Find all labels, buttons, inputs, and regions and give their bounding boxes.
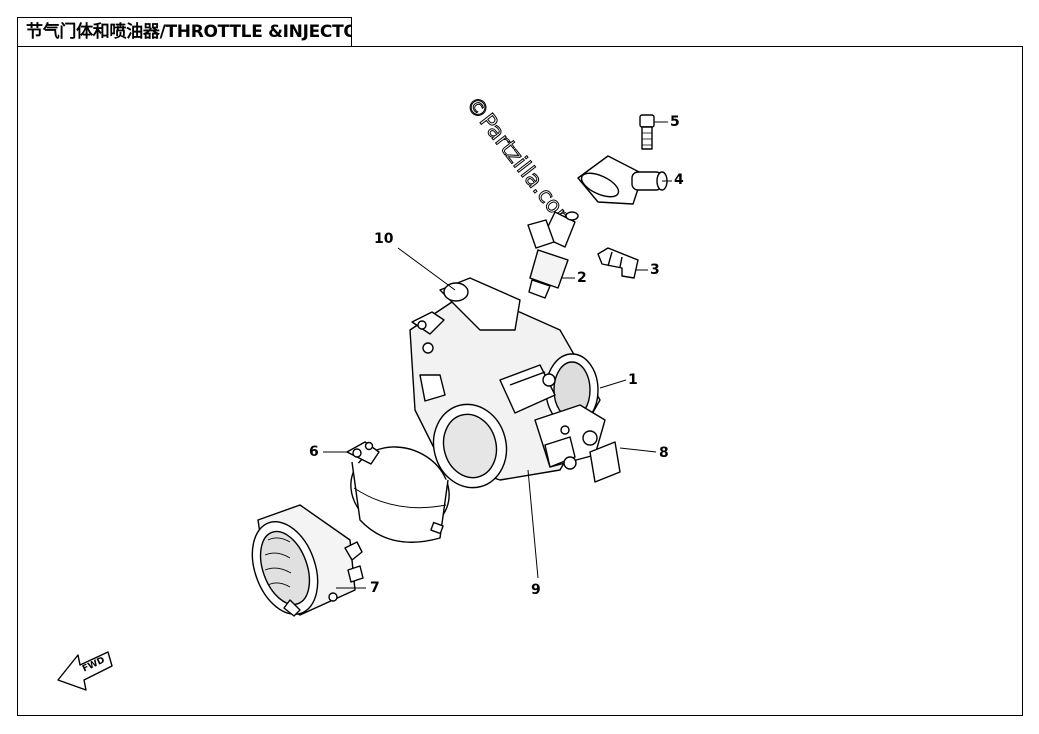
callout-9[interactable]: 9 bbox=[531, 582, 541, 598]
throttle-body[interactable] bbox=[409, 277, 621, 496]
diagram-title: 节气门体和喷油器/THROTTLE &INJECTOR bbox=[17, 17, 352, 47]
hose-clamp[interactable] bbox=[339, 433, 462, 546]
callout-5[interactable]: 5 bbox=[670, 114, 680, 130]
callout-3[interactable]: 3 bbox=[650, 262, 660, 278]
fuel-line-elbow[interactable] bbox=[577, 155, 668, 205]
callout-1[interactable]: 1 bbox=[628, 372, 638, 388]
callout-2[interactable]: 2 bbox=[577, 270, 587, 286]
callout-6[interactable]: 6 bbox=[309, 444, 319, 460]
callout-7[interactable]: 7 bbox=[370, 580, 380, 596]
mounting-bolt[interactable] bbox=[639, 114, 655, 150]
injector-clip[interactable] bbox=[597, 247, 639, 279]
forward-arrow-icon bbox=[57, 651, 113, 691]
diagram-frame bbox=[17, 46, 1023, 716]
fuel-injector[interactable] bbox=[527, 211, 579, 299]
callout-4[interactable]: 4 bbox=[674, 172, 684, 188]
callout-8[interactable]: 8 bbox=[659, 445, 669, 461]
intake-boot[interactable] bbox=[240, 504, 364, 623]
callout-10[interactable]: 10 bbox=[374, 231, 394, 247]
